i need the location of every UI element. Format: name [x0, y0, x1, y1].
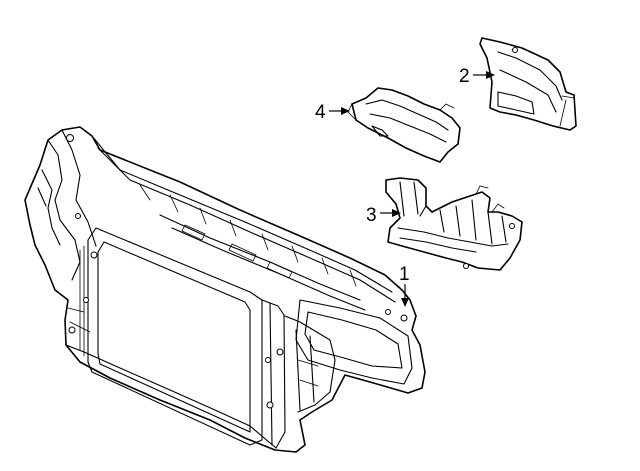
upper-beam-edge-2: [97, 147, 396, 303]
mount-hole-d: [276, 348, 284, 356]
right-lower-frame: [284, 315, 336, 413]
upper-deflector-notch: [371, 125, 389, 137]
air-duct-ribs: [439, 199, 507, 245]
radiator-support-part: [24, 126, 426, 453]
upper-deflector-outline: [351, 87, 461, 163]
air-duct-tray: [397, 227, 509, 253]
upper-deflector-tab: [347, 103, 455, 121]
mount-hole-f: [385, 309, 391, 315]
upper-deflector-part: [347, 87, 461, 163]
center-post: [261, 299, 286, 449]
headlamp-opening-inner: [304, 311, 403, 369]
air-duct-hole-2: [509, 223, 515, 229]
lower-skirt: [65, 344, 277, 449]
lower-skirt-edge: [67, 307, 91, 333]
left-bracket-hole: [66, 134, 74, 142]
center-post-hole-2: [265, 357, 271, 363]
upper-beam-ribs: [139, 184, 357, 287]
air-duct-hole: [463, 263, 469, 269]
callout-3-arrow: [392, 209, 401, 217]
mount-hole-a: [90, 251, 98, 259]
callout-4-arrow: [341, 107, 350, 115]
left-bracket-inner: [37, 169, 61, 246]
air-duct-part: [385, 177, 523, 271]
callout-4-label: 4: [315, 102, 326, 123]
callout-3-label: 3: [366, 205, 377, 226]
callout-2-label: 2: [459, 66, 470, 87]
lower-brace: [297, 359, 319, 387]
callout-4: 4: [315, 102, 350, 123]
upper-deflector-ridge: [365, 99, 449, 143]
left-bracket: [47, 129, 97, 281]
side-deflector-part: [479, 37, 577, 131]
side-deflector-hole: [512, 47, 518, 53]
radiator-support-outline: [24, 126, 426, 453]
upper-beam-slots: [181, 224, 293, 279]
callout-2-arrow: [486, 71, 495, 79]
air-duct-clips: [475, 185, 505, 213]
side-deflector-face: [497, 51, 563, 113]
callout-3: 3: [366, 205, 401, 226]
side-deflector-pocket: [497, 91, 535, 115]
callout-2: 2: [459, 66, 495, 87]
left-bracket-hole-2: [75, 213, 81, 219]
headlamp-opening: [295, 299, 413, 385]
side-deflector-outline: [479, 37, 577, 131]
mount-hole-c: [68, 326, 76, 334]
mount-hole-e: [400, 314, 408, 322]
radiator-opening-frame: [87, 227, 263, 446]
callout-1: 1: [399, 264, 410, 307]
side-deflector-lip: [559, 95, 575, 127]
callout-1-label: 1: [399, 264, 410, 285]
radiator-opening-inner: [97, 241, 251, 433]
air-duct-outline: [385, 177, 523, 271]
mount-hole-b: [83, 297, 89, 303]
air-duct-upright: [399, 181, 427, 217]
center-post-hole: [266, 401, 274, 409]
callout-1-arrow: [401, 298, 409, 307]
